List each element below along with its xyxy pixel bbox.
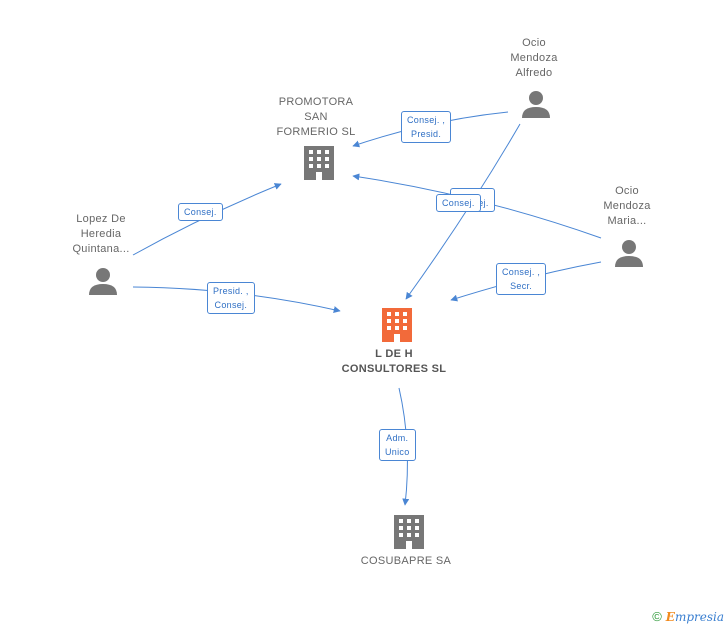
node-label-cosubapre[interactable]: COSUBAPRE SA (360, 555, 452, 567)
promotora-building-icon[interactable] (304, 146, 334, 180)
alfredo-person-icon[interactable] (522, 91, 550, 118)
node-label-ocio-alfredo[interactable]: Ocio Mendoza Alfredo (510, 37, 558, 79)
ldeh-building-icon[interactable] (382, 308, 412, 342)
node-label-ocio-maria[interactable]: Ocio Mendoza Maria... (603, 185, 651, 227)
edge-label-maria-ldeh[interactable]: Consej. , Secr. (496, 263, 547, 295)
edge-label-alfredo-promotora[interactable]: Consej. , Presid. (401, 111, 452, 143)
brand-logo: Empresia (665, 609, 724, 624)
copyright-symbol: © (652, 609, 662, 624)
empresia-watermark: © Empresia (652, 609, 724, 624)
maria-person-icon[interactable] (615, 240, 643, 267)
cosubapre-building-icon[interactable] (394, 515, 424, 549)
edge-label-lopez-ldeh[interactable]: Presid. , Consej. (207, 282, 255, 314)
edge-label-lopez-promotora[interactable]: Consej. (178, 203, 223, 221)
node-label-lopez[interactable]: Lopez De Heredia Quintana... (72, 213, 130, 255)
node-label-ldeh[interactable]: L DE H CONSULTORES SL (341, 348, 447, 375)
lopez-person-icon[interactable] (89, 268, 117, 295)
edge-label-alfredo-ldeh[interactable]: Consej. (436, 194, 481, 212)
node-label-promotora[interactable]: PROMOTORA SAN FORMERIO SL (276, 96, 356, 138)
edge-label-ldeh-cosubapre[interactable]: Adm. Unico (379, 429, 416, 461)
